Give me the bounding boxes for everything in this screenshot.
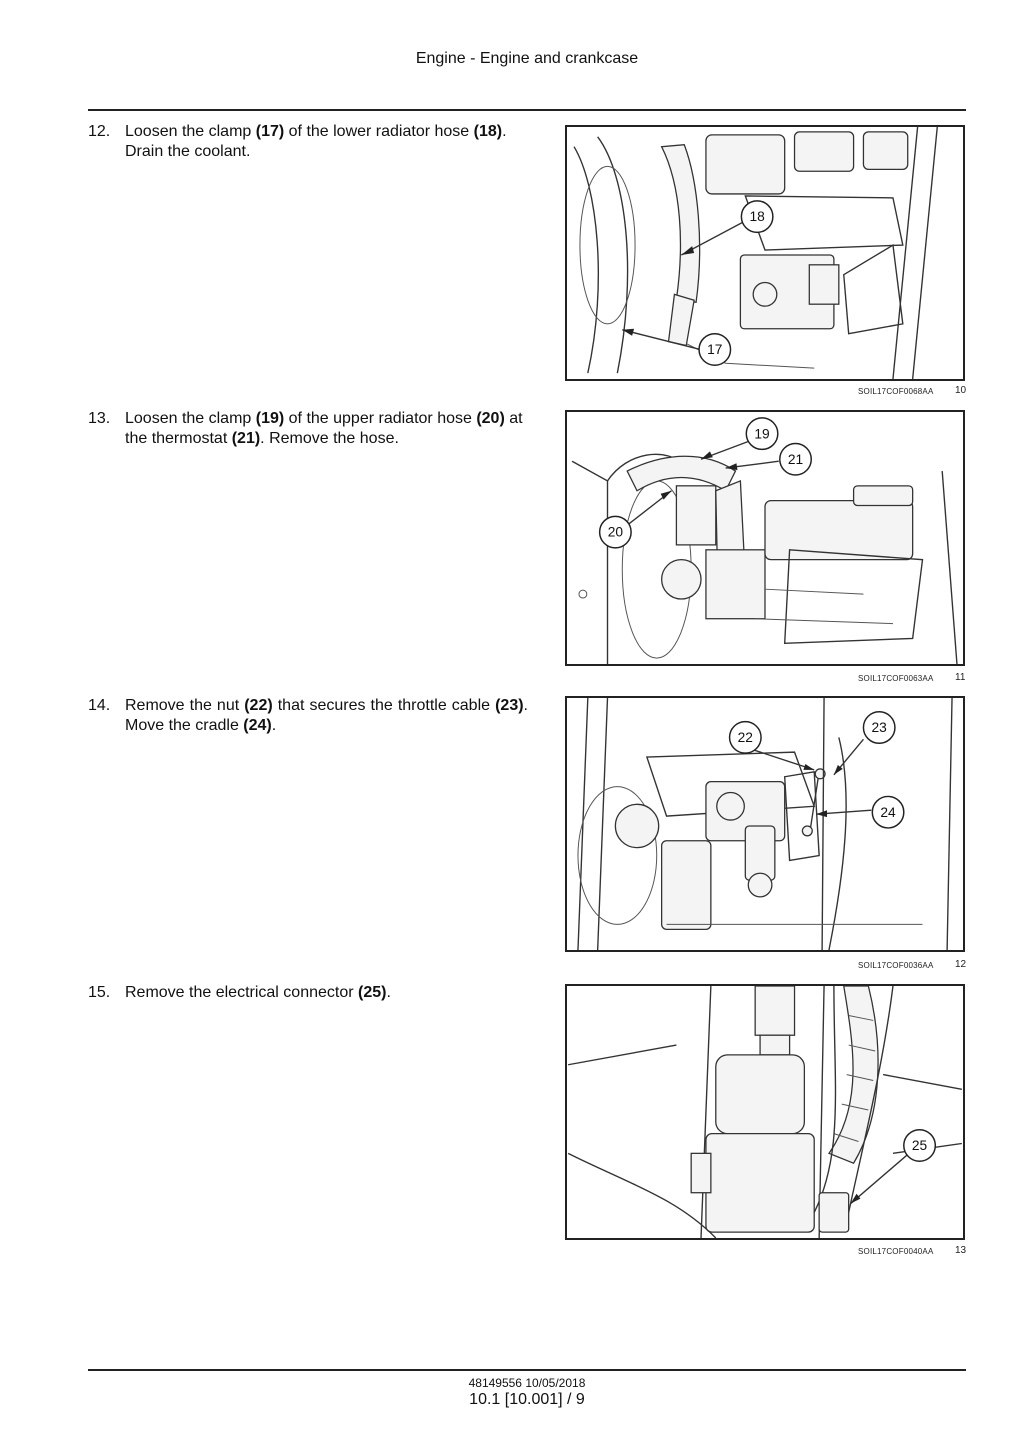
step-12: 12. Loosen the clamp (17) of the lower r… — [88, 122, 528, 162]
ref-24: (24) — [243, 717, 272, 734]
footer-rule — [88, 1369, 966, 1371]
header-rule — [88, 109, 966, 111]
footer-page-reference: 10.1 [10.001] / 9 — [469, 1391, 585, 1408]
figure-13-code: SOIL17COF0040AA — [858, 1247, 934, 1256]
ref-23: (23) — [495, 697, 524, 714]
step-number: 14. — [88, 697, 111, 714]
figure-12-image: 22 23 24 — [565, 696, 965, 952]
figure-11-number: 11 — [955, 672, 966, 683]
ref-20: (20) — [476, 410, 505, 427]
callout-21 — [779, 442, 813, 476]
svg-text:20: 20 — [608, 525, 624, 540]
step-text: Loosen the clamp (17) of the lower radia… — [125, 123, 507, 160]
ref-21: (21) — [231, 430, 261, 447]
engine-illustration-throttle-cable: 22 23 24 — [577, 698, 953, 950]
figure-10-code: SOIL17COF0068AA — [858, 387, 934, 396]
callout-22 — [728, 720, 762, 754]
svg-text:18: 18 — [749, 209, 765, 224]
svg-text:21: 21 — [788, 452, 803, 467]
engine-illustration-upper-hose: 19 21 20 — [571, 417, 958, 664]
engine-illustration-electrical-connector: 25 — [567, 986, 963, 1238]
step-14: 14. Remove the nut (22) that secures the… — [88, 696, 528, 736]
ref-18: (18) — [473, 123, 503, 140]
step-number: 12. — [88, 123, 111, 140]
footer-document-id: 48149556 10/05/2018 — [468, 1376, 586, 1390]
engine-illustration-lower-hose: 18 17 — [573, 127, 938, 379]
svg-text:24: 24 — [880, 805, 896, 820]
figure-11-image: 19 21 20 — [565, 410, 965, 666]
step-number: 13. — [88, 410, 111, 427]
step-text: Loosen the clamp (19) of the upper radia… — [125, 410, 523, 447]
callout-23 — [862, 711, 896, 745]
figure-13-image: 25 — [565, 984, 965, 1240]
step-text: Remove the nut (22) that secures the thr… — [125, 697, 528, 734]
callout-20 — [598, 515, 632, 549]
ref-19: (19) — [255, 410, 285, 427]
step-15: 15. Remove the electrical connector (25)… — [88, 983, 528, 1003]
page-header-title: Engine - Engine and crankcase — [415, 50, 639, 67]
figure-13-number: 13 — [955, 1245, 967, 1256]
svg-text:22: 22 — [738, 730, 753, 745]
svg-text:23: 23 — [872, 720, 888, 735]
svg-text:17: 17 — [707, 342, 722, 357]
callout-25 — [903, 1128, 937, 1162]
figure-12-code: SOIL17COF0036AA — [858, 961, 934, 970]
figure-10-image: 18 17 — [565, 125, 965, 381]
callout-18 — [740, 200, 774, 234]
ref-25: (25) — [358, 984, 387, 1001]
step-number: 15. — [88, 984, 111, 1001]
figure-11-code: SOIL17COF0063AA — [858, 674, 934, 683]
callout-19 — [745, 417, 779, 451]
svg-text:19: 19 — [754, 426, 769, 441]
figure-12-number: 12 — [955, 959, 967, 970]
figure-10-number: 10 — [955, 385, 967, 396]
svg-text:25: 25 — [912, 1138, 928, 1153]
ref-22: (22) — [244, 697, 273, 714]
step-text: Remove the electrical connector (25). — [125, 984, 391, 1001]
callout-24 — [871, 795, 905, 829]
callout-17 — [698, 332, 732, 366]
ref-17: (17) — [255, 123, 285, 140]
step-13: 13. Loosen the clamp (19) of the upper r… — [88, 409, 528, 449]
